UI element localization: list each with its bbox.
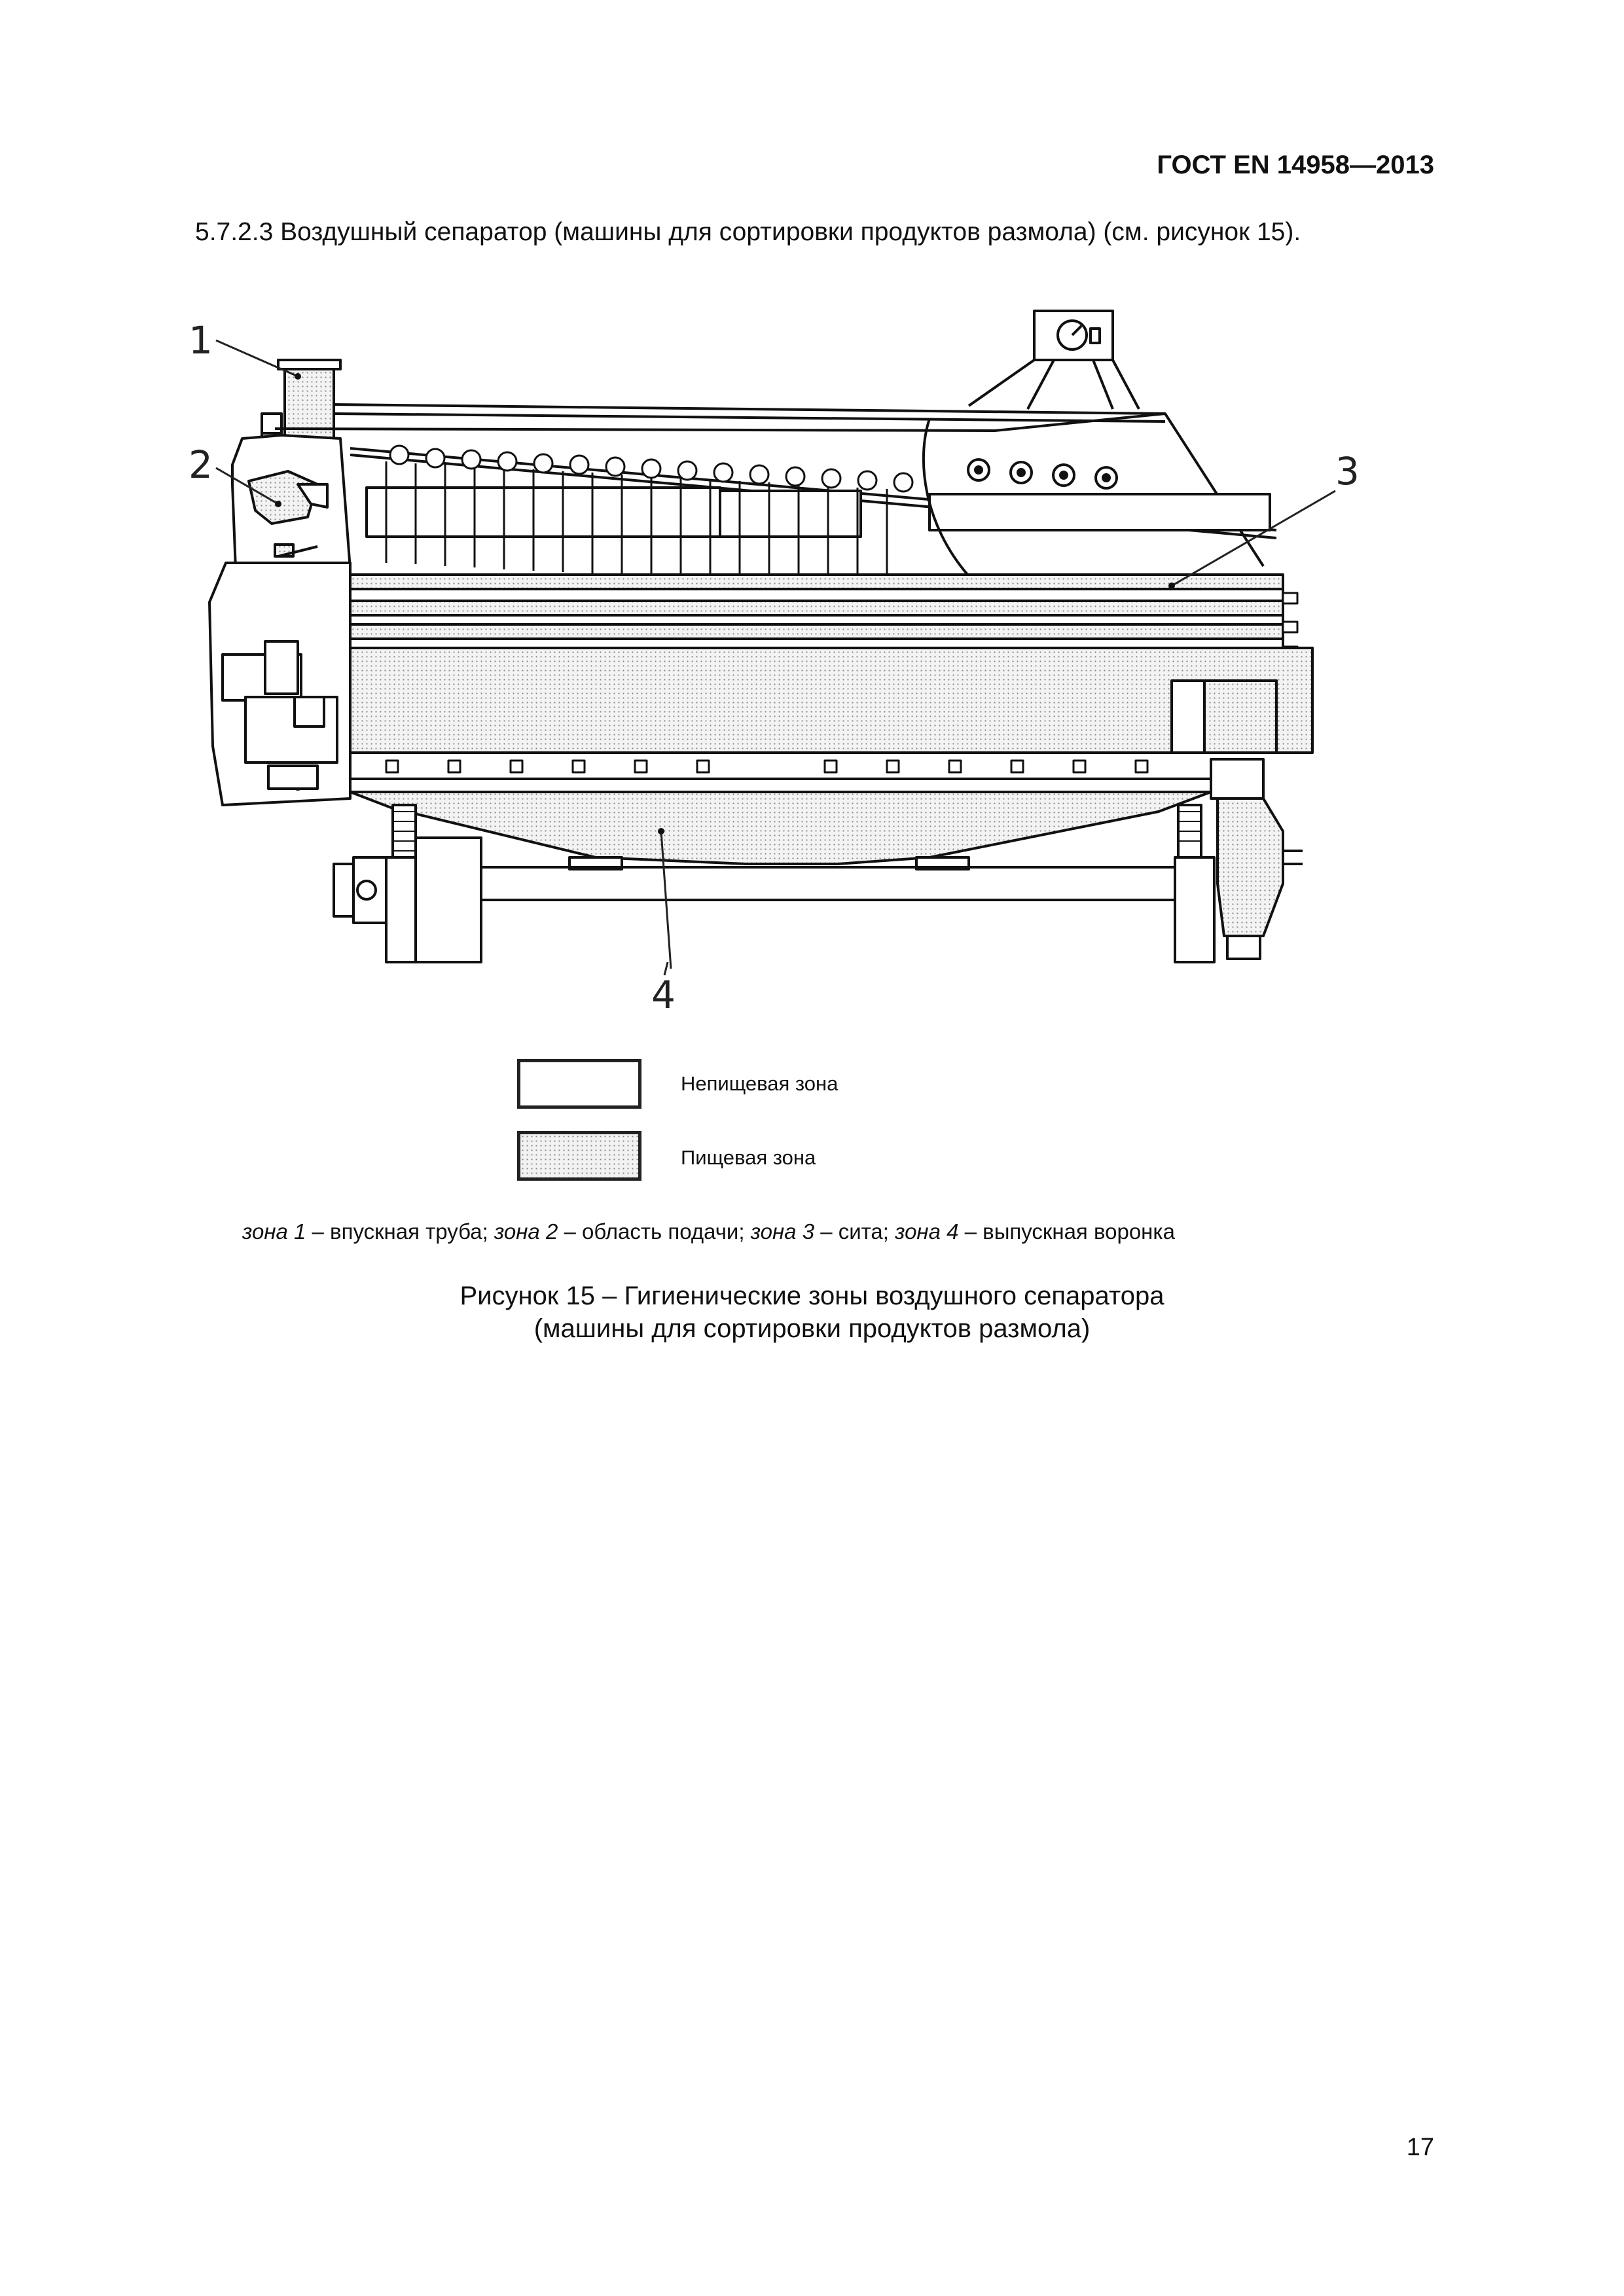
zone-2-name: зона 2 (494, 1219, 558, 1244)
callout-1: 1 (189, 318, 213, 363)
legend-swatch-non-food (517, 1059, 641, 1109)
legend-label-non-food: Непищевая зона (681, 1072, 839, 1095)
zone-4-name: зона 4 (895, 1219, 959, 1244)
figure-caption-line-2: (машины для сортировки продуктов размола… (533, 1314, 1091, 1343)
standard-code: ГОСТ EN 14958—2013 (1157, 151, 1434, 179)
section-paragraph: 5.7.2.3 Воздушный сепаратор (машины для … (195, 218, 1301, 246)
air-separator-drawing: 1 2 3 4 (189, 310, 1360, 1017)
callout-3: 3 (1335, 449, 1360, 493)
zone-1-desc: – впускная труба; (306, 1219, 494, 1244)
figure-caption: Рисунок 15 – Гигиенические зоны воздушно… (0, 1280, 1624, 1345)
zone-3-desc: – сита; (814, 1219, 895, 1244)
page-number: 17 (1406, 2134, 1434, 2161)
zone-3-name: зона 3 (750, 1219, 815, 1244)
figure-caption-line-1: Рисунок 15 – Гигиенические зоны воздушно… (460, 1282, 1164, 1310)
zone-2-desc: – область подачи; (558, 1219, 751, 1244)
zone-4-desc: – выпускная воронка (958, 1219, 1175, 1244)
callout-4: 4 (651, 973, 676, 1017)
zones-note: зона 1 – впускная труба; зона 2 – област… (242, 1219, 1175, 1244)
legend-label-food: Пищевая зона (681, 1146, 816, 1169)
callout-2: 2 (189, 442, 213, 487)
legend-swatch-food (517, 1131, 641, 1181)
zone-1-name: зона 1 (242, 1219, 306, 1244)
